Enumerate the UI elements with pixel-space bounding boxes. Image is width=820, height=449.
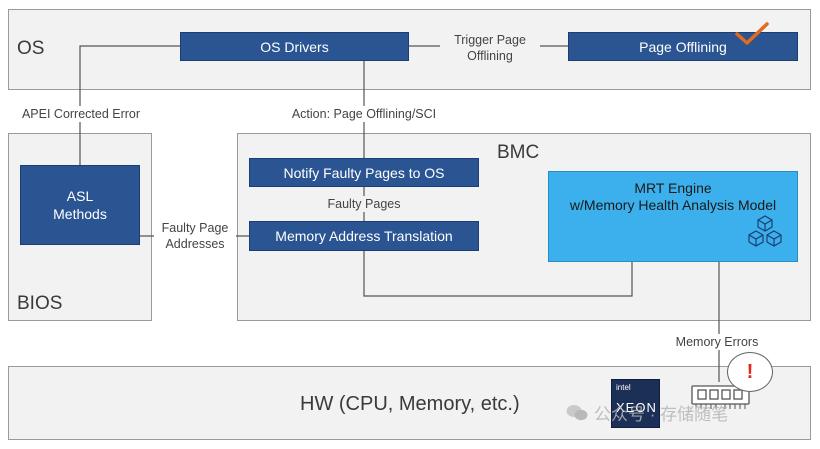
memory-address-translation-box: Memory Address Translation (249, 221, 479, 251)
faulty-addresses-line1: Faulty Page (161, 221, 229, 235)
xeon-logo-text: XEON (616, 400, 657, 415)
alert-icon: ! (746, 360, 754, 383)
hw-layer-label: HW (CPU, Memory, etc.) (300, 393, 520, 415)
hw-layer (8, 366, 811, 440)
trigger-label-line1: Trigger Page (454, 33, 526, 47)
page-offlining-box: Page Offlining (568, 32, 798, 61)
apei-label: APEI Corrected Error (10, 106, 152, 122)
cubes-icon (748, 215, 782, 247)
watermark-text: 公众号 · 存储随笔 (594, 405, 729, 424)
asl-methods-box: ASL Methods (20, 165, 140, 245)
faulty-addresses-line2: Addresses (165, 237, 225, 251)
memory-module-icon (691, 385, 750, 409)
memory-errors-label: Memory Errors (667, 334, 767, 350)
alert-bubble: ! (727, 352, 773, 392)
watermark: 公众号 · 存储随笔 (566, 400, 728, 425)
intel-logo-text: intel (616, 383, 631, 392)
wechat-icon (566, 404, 588, 420)
notify-faulty-pages-box: Notify Faulty Pages to OS (249, 158, 479, 187)
os-drivers-box: OS Drivers (180, 32, 409, 61)
mrt-engine-line2: w/Memory Health Analysis Model (569, 197, 777, 213)
asl-methods-line2: Methods (53, 206, 107, 222)
mrt-engine-box: MRT Engine w/Memory Health Analysis Mode… (548, 171, 798, 262)
asl-methods-line1: ASL (66, 188, 94, 204)
os-layer-label: OS (17, 38, 45, 59)
trigger-label: Trigger Page Offlining (440, 32, 540, 64)
faulty-pages-label: Faulty Pages (319, 196, 409, 212)
checkmark-icon (735, 22, 769, 45)
trigger-label-line2: Offlining (467, 49, 513, 63)
bios-layer-label: BIOS (17, 293, 63, 314)
faulty-addresses-label: Faulty Page Addresses (154, 220, 236, 252)
bmc-layer-label: BMC (497, 142, 540, 163)
action-label: Action: Page Offlining/SCI (278, 106, 450, 122)
mrt-engine-line1: MRT Engine (634, 180, 712, 196)
intel-xeon-logo: intel XEON (611, 379, 660, 428)
